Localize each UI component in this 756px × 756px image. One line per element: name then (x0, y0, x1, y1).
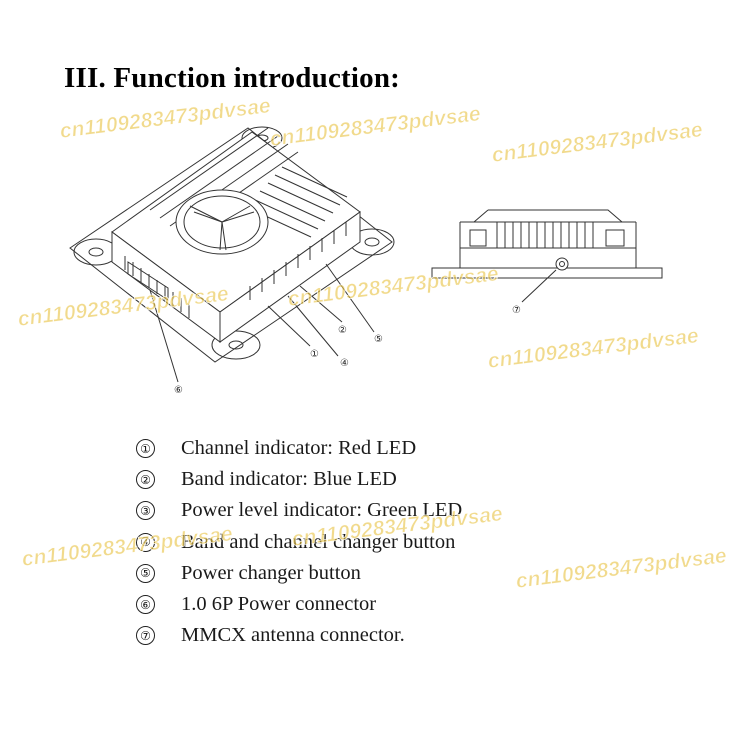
callout-2: ② (338, 325, 347, 336)
legend-item: ④ Band and channel changer button (136, 527, 696, 558)
device-isometric-drawing: ⑥ ① ② ④ ⑤ (69, 126, 395, 396)
legend-number: ⑤ (136, 563, 155, 583)
legend-text: Band and channel changer button (181, 530, 456, 553)
legend-item: ⑥ 1.0 6P Power connector (136, 589, 696, 620)
function-legend: ① Channel indicator: Red LED ② Band indi… (136, 433, 696, 651)
legend-item: ⑦ MMCX antenna connector. (136, 620, 696, 651)
section-heading: III. Function introduction: (64, 62, 401, 94)
legend-number: ③ (136, 501, 155, 521)
legend-number: ④ (136, 532, 155, 552)
device-side-view-drawing: ⑦ (431, 209, 663, 316)
legend-text: 1.0 6P Power connector (181, 593, 377, 616)
callout-6: ⑥ (174, 385, 183, 396)
legend-number: ⑦ (136, 626, 155, 646)
callout-4: ④ (340, 358, 349, 369)
callout-5: ⑤ (374, 334, 383, 345)
legend-number: ① (136, 439, 155, 459)
legend-item: ⑤ Power changer button (136, 558, 696, 589)
legend-item: ① Channel indicator: Red LED (136, 433, 696, 464)
legend-text: MMCX antenna connector. (181, 624, 405, 647)
legend-text: Power level indicator: Green LED (181, 499, 463, 522)
legend-number: ② (136, 470, 155, 490)
callout-1: ① (310, 349, 319, 360)
callout-7: ⑦ (512, 305, 521, 316)
legend-text: Band indicator: Blue LED (181, 468, 397, 491)
legend-number: ⑥ (136, 595, 155, 615)
legend-text: Channel indicator: Red LED (181, 437, 417, 460)
legend-item: ② Band indicator: Blue LED (136, 464, 696, 495)
legend-item: ③ Power level indicator: Green LED (136, 495, 696, 526)
legend-text: Power changer button (181, 561, 361, 584)
